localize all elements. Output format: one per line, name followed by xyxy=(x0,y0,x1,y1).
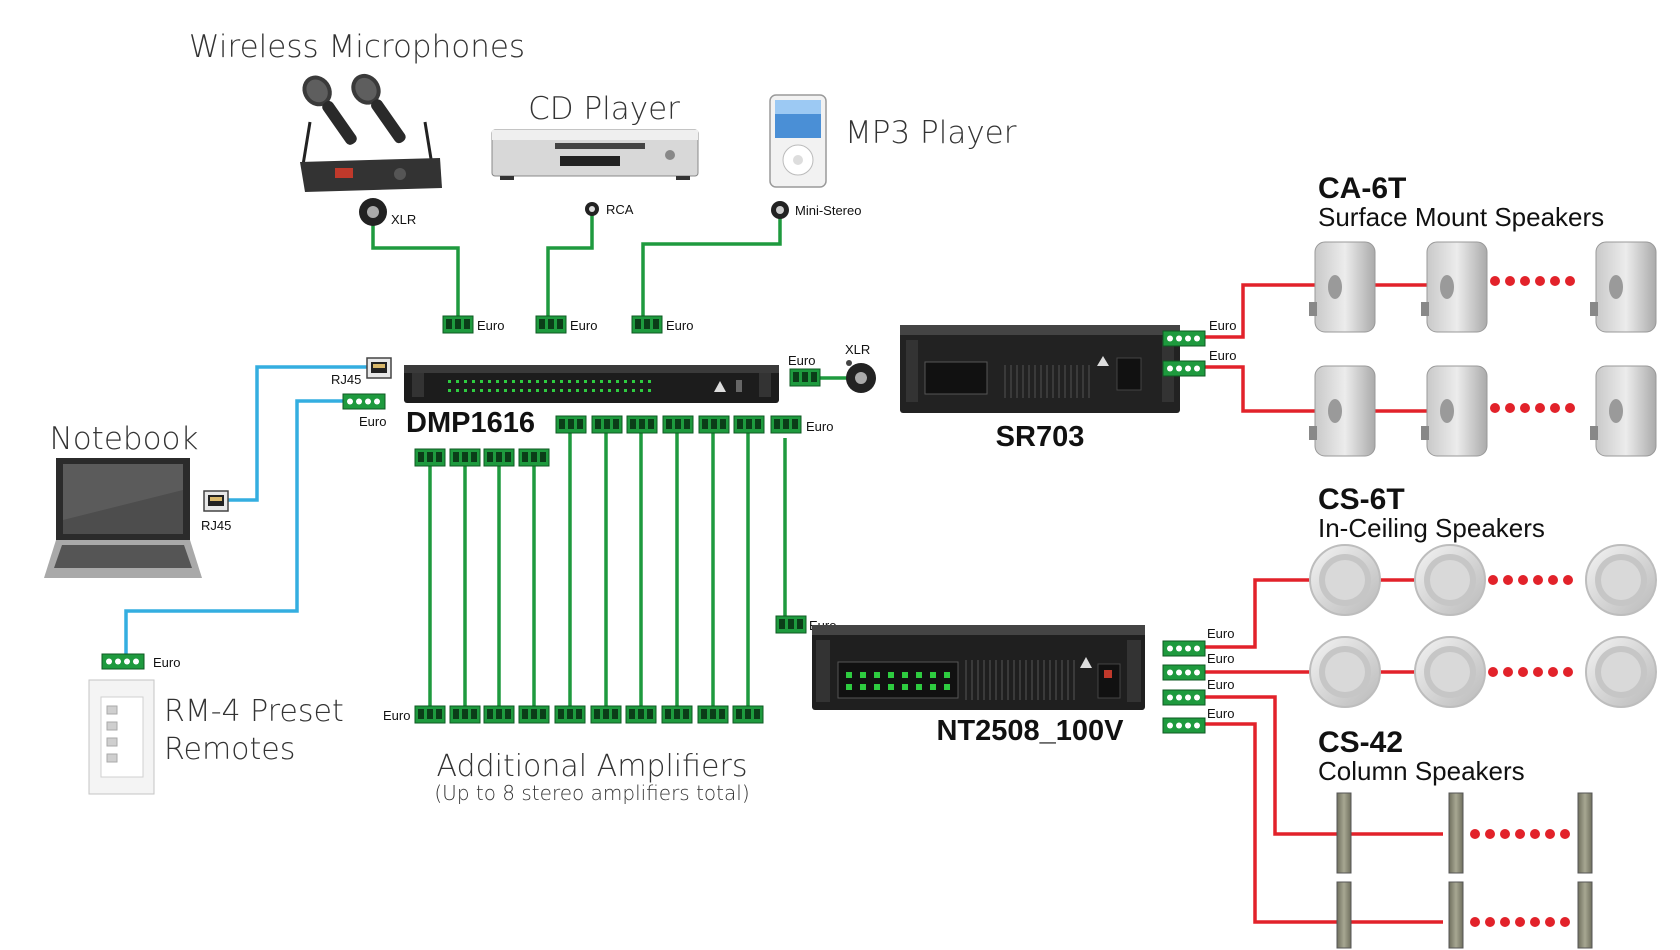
svg-text:RJ45: RJ45 xyxy=(331,372,361,387)
notebook-rj45-port: RJ45 xyxy=(201,490,231,533)
nt2508-amplifier-icon xyxy=(812,625,1145,710)
amp-input-euros: Euro xyxy=(383,705,764,724)
additional-amplifiers-title: Additional Amplifiers xyxy=(437,749,748,784)
remote-wire xyxy=(124,399,343,654)
wireless-microphones-icon xyxy=(300,73,442,192)
nt2508-output-euros: Euro Euro Euro Euro xyxy=(1162,626,1234,734)
mini-stereo-connector-icon xyxy=(771,201,789,219)
speaker-continuation-dots xyxy=(1470,276,1575,927)
cs6t-speaker-icons xyxy=(1309,544,1657,708)
cs42-model-label: CS-42 xyxy=(1318,726,1403,759)
remote-euro: Euro xyxy=(101,653,180,670)
cd-player-icon xyxy=(491,129,699,180)
xlr-in-label: XLR xyxy=(391,212,416,227)
cd-player-label: CD Player xyxy=(528,91,680,127)
svg-text:Euro: Euro xyxy=(1207,677,1234,692)
cs6t-model-label: CS-6T xyxy=(1318,483,1405,516)
ca6t-speaker-icons xyxy=(1309,241,1657,457)
euro-in-1: Euro xyxy=(442,315,504,334)
ca6t-model-label: CA-6T xyxy=(1318,172,1406,205)
cs42-description-label: Column Speakers xyxy=(1318,756,1525,786)
nt2508-label: NT2508_100V xyxy=(936,715,1124,747)
svg-text:Euro: Euro xyxy=(1209,318,1236,333)
dmp1616-unit xyxy=(404,365,779,403)
svg-text:Euro: Euro xyxy=(359,414,386,429)
cs6t-description-label: In-Ceiling Speakers xyxy=(1318,513,1545,543)
xlr-out-connector-icon xyxy=(846,360,876,393)
svg-text:Euro: Euro xyxy=(788,353,815,368)
rm4-label-line2: Remotes xyxy=(164,732,295,767)
svg-text:RJ45: RJ45 xyxy=(201,518,231,533)
svg-text:Euro: Euro xyxy=(153,655,180,670)
svg-text:Euro: Euro xyxy=(806,419,833,434)
svg-text:Euro: Euro xyxy=(383,708,410,723)
dmp1616-label: DMP1616 xyxy=(406,407,535,439)
cs42-speaker-icons xyxy=(1336,792,1593,949)
euro-in-3: Euro xyxy=(631,315,693,334)
mic-wire xyxy=(371,217,460,318)
rm4-label-line1: RM-4 Preset xyxy=(164,694,344,729)
sr703-amplifier-icon xyxy=(900,325,1180,413)
dmp-remote-euro: Euro xyxy=(342,393,386,429)
mp3-wire xyxy=(641,212,782,318)
notebook-label: Notebook xyxy=(50,421,199,457)
sr703-output-euros: Euro Euro xyxy=(1162,318,1236,377)
dmp-euro-out-sr703: Euro xyxy=(788,353,821,387)
mp3-player-label: MP3 Player xyxy=(845,115,1017,151)
rca-connector-icon xyxy=(585,202,599,216)
svg-text:Euro: Euro xyxy=(1207,651,1234,666)
cd-wire xyxy=(546,211,594,318)
euro-in-2: Euro xyxy=(535,315,597,334)
dmp-rj45-port: RJ45 xyxy=(331,357,392,387)
notebook-icon xyxy=(44,458,202,578)
output-wires xyxy=(428,432,750,706)
xlr-out-label: XLR xyxy=(845,342,870,357)
mp3-player-icon xyxy=(769,94,827,188)
dmp-output-euros: Euro xyxy=(555,415,833,434)
svg-text:Euro: Euro xyxy=(666,318,693,333)
xlr-in-connector-icon xyxy=(359,198,387,226)
svg-text:Euro: Euro xyxy=(1207,626,1234,641)
mini-stereo-label: Mini-Stereo xyxy=(795,203,861,218)
additional-amplifiers-subtitle: (Up to 8 stereo amplifiers total) xyxy=(434,781,749,805)
svg-text:Euro: Euro xyxy=(1209,348,1236,363)
wireless-microphones-label: Wireless Microphones xyxy=(189,29,525,65)
svg-text:Euro: Euro xyxy=(570,318,597,333)
svg-text:Euro: Euro xyxy=(477,318,504,333)
svg-text:Euro: Euro xyxy=(1207,706,1234,721)
sr703-label: SR703 xyxy=(996,421,1085,453)
secondary-output-euros xyxy=(414,448,550,467)
rm4-remote-icon xyxy=(88,679,155,795)
ca6t-description-label: Surface Mount Speakers xyxy=(1318,202,1604,232)
rca-label: RCA xyxy=(606,202,634,217)
rj45-wire xyxy=(227,365,367,502)
